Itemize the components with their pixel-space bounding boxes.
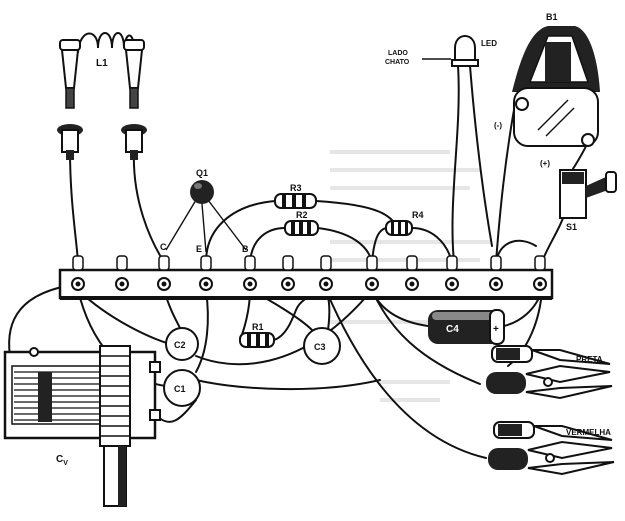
- capacitor-c3: [303, 327, 341, 365]
- wire-l1-left: [69, 149, 79, 263]
- label-preta: PRETA: [576, 355, 603, 364]
- label-minus: (-): [494, 121, 502, 130]
- strip-lug-tab: [158, 255, 170, 271]
- label-c2: C2: [174, 340, 186, 350]
- label-s1: S1: [566, 222, 577, 232]
- variable-capacitor-cv: [3, 345, 161, 507]
- q1-leg-e: [201, 203, 207, 253]
- wire-preta-lead: [371, 289, 481, 385]
- capacitor-c2: [165, 327, 199, 361]
- switch-s1: [559, 169, 617, 219]
- q1-leg-c: [165, 199, 197, 251]
- strip-lug-tab: [534, 255, 546, 271]
- led: [422, 35, 479, 67]
- label-e: E: [196, 244, 202, 254]
- wire-vermelha-lead: [325, 289, 487, 459]
- terminal-strip: [58, 255, 554, 300]
- strip-lug-hole: [203, 281, 209, 287]
- label-c: C: [160, 242, 167, 252]
- resistor-r4: [385, 220, 413, 236]
- label-r2: R2: [296, 210, 308, 220]
- wire-r3-left: [205, 200, 276, 263]
- alligator-clip-preta: [486, 345, 613, 400]
- wire-c1-bottom: [195, 379, 381, 391]
- label-c4-plus: +: [493, 324, 499, 335]
- label-c3: C3: [314, 342, 326, 352]
- strip-lug-hole: [75, 281, 81, 287]
- battery-b1: [512, 26, 600, 147]
- label-l1: L1: [96, 58, 108, 69]
- strip-lug-hole: [409, 281, 415, 287]
- label-q1: Q1: [196, 168, 208, 178]
- label-r1: R1: [252, 322, 264, 332]
- strip-lug-tab: [244, 255, 256, 271]
- banana-plug-left: [57, 39, 83, 160]
- wire-battery-minus: [495, 103, 516, 263]
- strip-lug-hole: [493, 281, 499, 287]
- wire-l1-right: [132, 149, 165, 263]
- label-plus: (+): [540, 159, 550, 168]
- strip-lug-tab: [200, 255, 212, 271]
- label-b: B: [242, 244, 249, 254]
- label-vermelha: VERMELHA: [566, 428, 611, 437]
- label-c1: C1: [174, 384, 186, 394]
- strip-lug-hole: [369, 281, 375, 287]
- transistor-q1: [190, 180, 214, 204]
- banana-plug-right: [121, 39, 147, 160]
- label-cv: CV: [56, 454, 68, 467]
- strip-lug-tab: [282, 255, 294, 271]
- label-r4: R4: [412, 210, 424, 220]
- strip-lug-tab: [320, 255, 332, 271]
- strip-lug-tab: [72, 255, 84, 271]
- strip-lugs: [71, 255, 547, 291]
- strip-lug-hole: [161, 281, 167, 287]
- resistor-r3: [274, 193, 317, 209]
- label-chato: CHATO: [385, 59, 410, 66]
- strip-lug-hole: [537, 281, 543, 287]
- capacitor-c4: [428, 309, 505, 345]
- label-c4: C4: [446, 324, 459, 335]
- capacitor-c1: [163, 369, 201, 407]
- label-led: LED: [481, 39, 497, 48]
- label-lado: LADO: [388, 50, 408, 57]
- wire-led-right: [469, 65, 493, 247]
- strip-lug-tab: [446, 255, 458, 271]
- label-cv-main: C: [56, 454, 63, 465]
- strip-lug-tab: [490, 255, 502, 271]
- strip-lug-hole: [323, 281, 329, 287]
- strip-lug-hole: [119, 281, 125, 287]
- q1-leg-b: [207, 199, 247, 251]
- label-cv-sub: V: [63, 460, 68, 467]
- strip-lug-tab: [366, 255, 378, 271]
- wire-c2-right: [195, 289, 373, 366]
- strip-lug-hole: [449, 281, 455, 287]
- strip-lug-hole: [285, 281, 291, 287]
- label-r3: R3: [290, 183, 302, 193]
- wire-led-left: [451, 65, 460, 263]
- strip-lug-hole: [247, 281, 253, 287]
- resistor-r2: [284, 220, 319, 236]
- label-b1: B1: [546, 12, 558, 22]
- coil-l1-wire: [77, 32, 135, 53]
- strip-lug-tab: [116, 255, 128, 271]
- resistor-r1: [239, 332, 275, 348]
- strip-lug-tab: [406, 255, 418, 271]
- alligator-clip-vermelha: [488, 421, 615, 476]
